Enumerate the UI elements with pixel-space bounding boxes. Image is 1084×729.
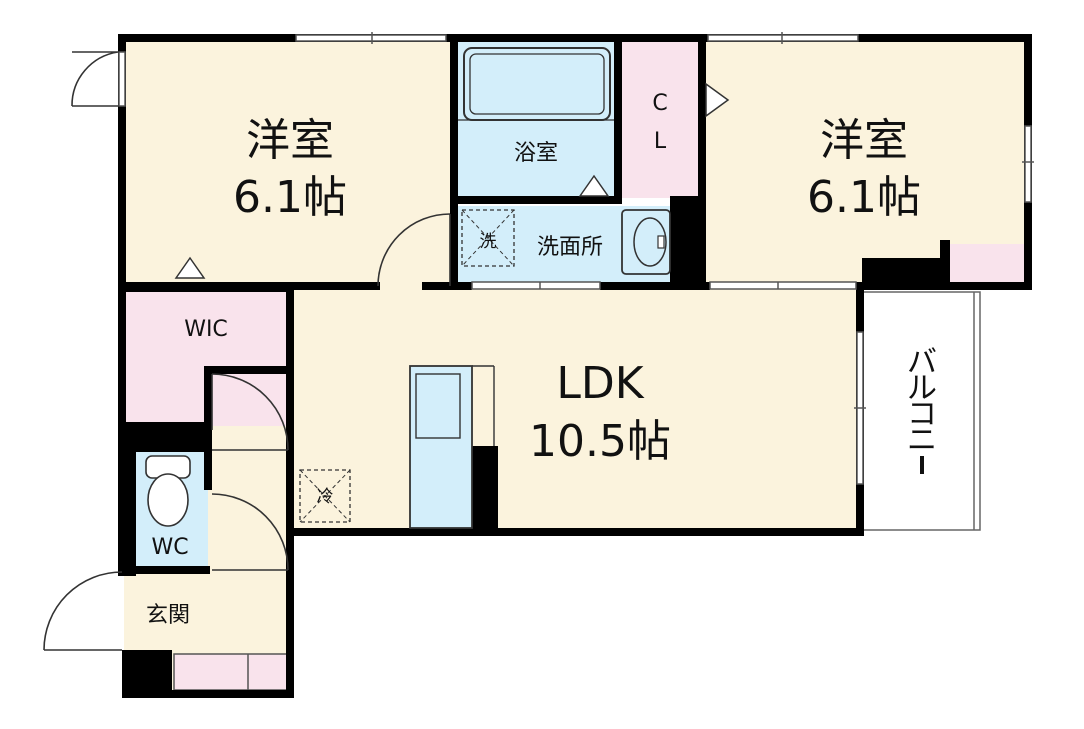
sliding-door-washroom — [471, 281, 601, 290]
wall-kitchen-pillar — [470, 446, 498, 532]
wall-top — [118, 34, 1030, 42]
balcony-char-0: バ — [907, 345, 937, 380]
door-hall — [211, 373, 289, 451]
wall-ldk-bottom — [290, 528, 864, 536]
wall-wc-right — [204, 430, 212, 490]
balcony-char-3: ニ — [907, 423, 937, 458]
wall-column-right — [862, 258, 946, 288]
door-entrance — [43, 571, 123, 651]
wall-cl-right — [698, 34, 706, 288]
wall-washroom-right — [670, 196, 706, 288]
closet-line2: L — [654, 129, 667, 154]
fridge-box — [299, 469, 351, 523]
wall-upper-bottom-r2 — [600, 282, 710, 290]
wall-wc-top — [118, 430, 210, 452]
door-western1 — [377, 213, 451, 287]
fridge-name: 冷 — [317, 487, 334, 507]
wall-upper-bottom-mid — [290, 282, 380, 290]
window-left-upper — [118, 51, 126, 107]
wall-wc-left — [118, 430, 136, 576]
wall-bath-right — [614, 34, 622, 204]
ldk-size: 10.5帖 — [529, 416, 671, 467]
wic-name: WIC — [184, 317, 228, 342]
wall-entrance-bottom — [122, 690, 294, 698]
windows — [118, 32, 1034, 485]
balcony-char-4 — [920, 456, 924, 474]
entrance-name: 玄関 — [146, 603, 190, 628]
western1-name: 洋室 — [246, 115, 334, 166]
shoe-cabinet — [173, 653, 289, 691]
room-fill-western1 — [124, 40, 450, 286]
sliding-doors — [471, 281, 857, 290]
balcony-char-1: ル — [907, 371, 937, 406]
wc-name: WC — [151, 535, 188, 560]
window-western2-top — [707, 34, 859, 42]
bathtub — [463, 47, 611, 121]
wall-entrance-pillar — [122, 650, 172, 698]
wall-hall-right — [286, 286, 294, 698]
wall-column-right2 — [940, 240, 950, 288]
balcony-char-2: コ — [907, 397, 937, 432]
western1-size: 6.1帖 — [233, 172, 347, 223]
walls — [118, 34, 1032, 698]
door-exterior-upper — [71, 51, 119, 107]
window-western1-top — [295, 34, 447, 42]
western2-size: 6.1帖 — [807, 172, 921, 223]
sliding-door-western2 — [709, 281, 857, 290]
room-fill-wall-box — [948, 244, 1026, 286]
triangle-bath — [578, 174, 610, 197]
wall-bath-left — [450, 34, 458, 288]
triangle-closet — [705, 82, 730, 118]
closet-markers — [174, 82, 730, 279]
bathtub-inner — [469, 53, 605, 115]
wash-basin — [621, 209, 671, 275]
wall-hall-top — [204, 366, 292, 374]
wall-upper-bottom-r — [422, 282, 472, 290]
balcony-char-4-text: ー — [907, 449, 937, 484]
doors — [43, 51, 451, 651]
wall-left-upper — [118, 34, 126, 574]
closet-line1: C — [652, 91, 667, 116]
window-western2-right — [1024, 125, 1032, 203]
bath-name: 浴室 — [514, 141, 558, 166]
triangle-western1-wic — [174, 256, 206, 279]
toilet-icon — [145, 455, 191, 527]
wall-wic-bottom — [118, 422, 210, 430]
toilet-bowl — [147, 473, 189, 527]
kitchen-sink — [415, 373, 461, 439]
ldk-name: LDK — [556, 358, 644, 409]
wall-wc-bottom — [118, 566, 210, 574]
kitchen-counter — [409, 365, 473, 529]
room-fill-ldk — [292, 286, 862, 532]
western2-name: 洋室 — [820, 115, 908, 166]
faucet-icon — [657, 235, 665, 249]
balcony — [864, 291, 981, 531]
door-wc — [211, 493, 289, 571]
wall-bath-bottom — [450, 196, 622, 204]
washer-x2 — [461, 209, 515, 267]
wall-upper-bottom-left — [118, 282, 294, 292]
fridge-x2 — [299, 469, 351, 523]
washer-box — [461, 209, 515, 267]
room-fill-closet — [622, 40, 700, 198]
washroom-name: 洗面所 — [537, 235, 603, 260]
washer-name: 洗 — [480, 232, 497, 252]
balcony-outline — [864, 291, 981, 531]
wall-hall-left — [204, 366, 212, 430]
wash-basin-bowl — [633, 217, 667, 267]
